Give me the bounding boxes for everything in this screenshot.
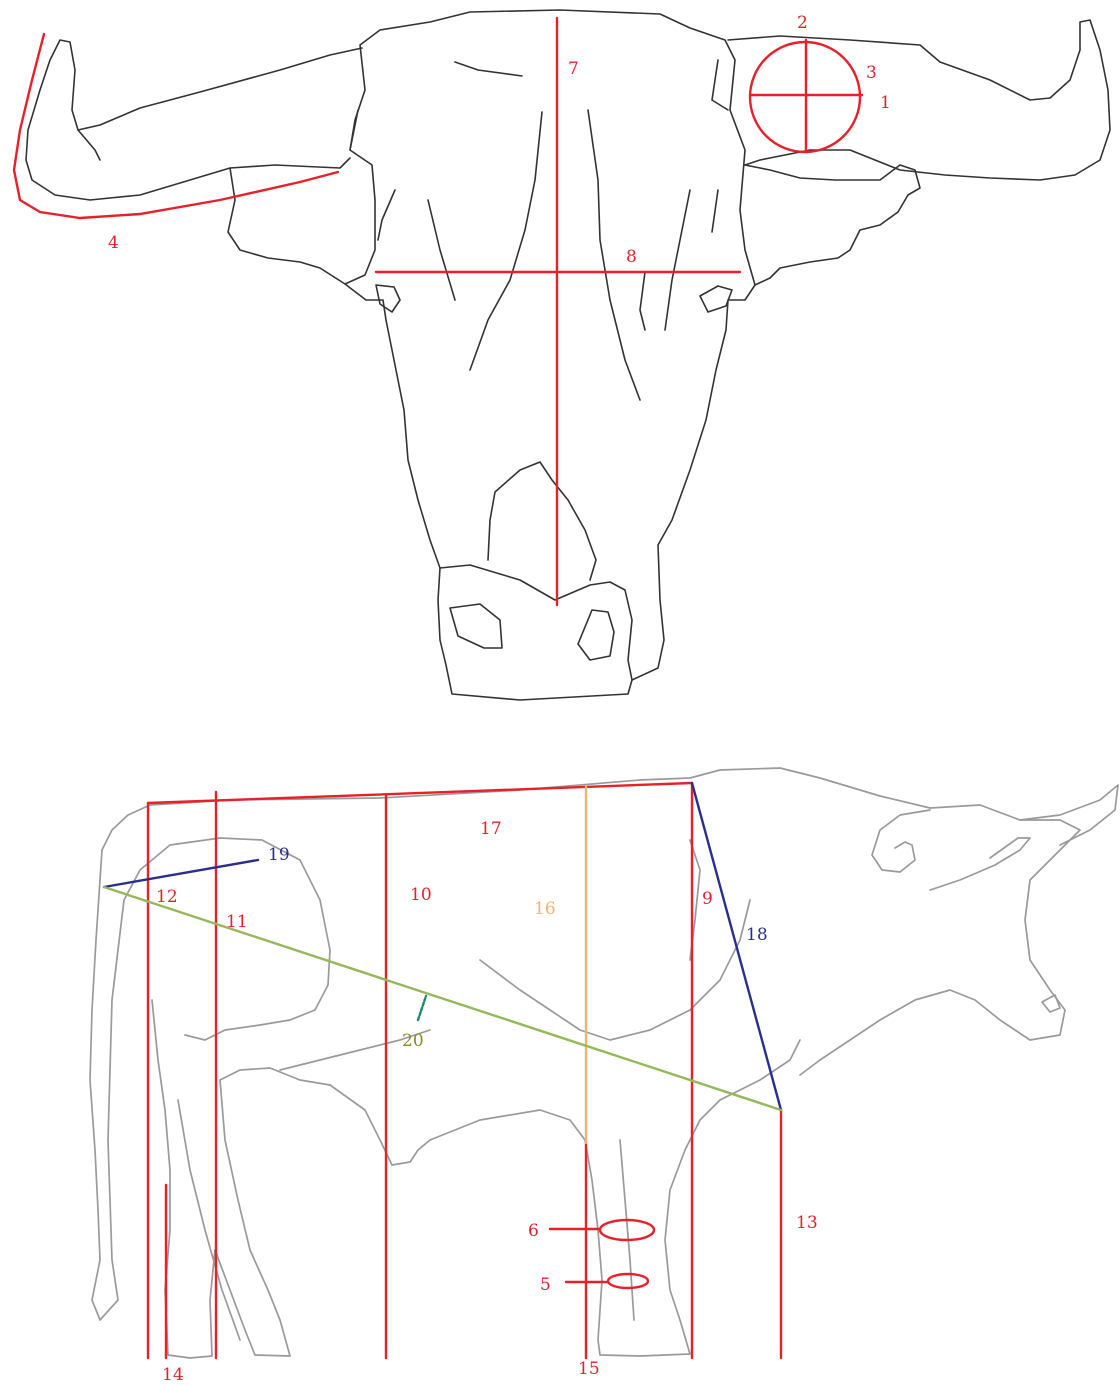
forehead-line-5 — [665, 190, 690, 330]
measure-5-cannon-girth — [608, 1274, 648, 1288]
left-nostril-outline — [450, 604, 502, 648]
forehead-line-8 — [640, 272, 645, 330]
shoulder-contour — [480, 900, 750, 1040]
hind-leg-inner — [178, 1100, 240, 1340]
label-9: 9 — [702, 889, 713, 909]
forehead-line-10 — [350, 110, 358, 150]
label-6: 6 — [528, 1221, 539, 1241]
side-horn-curl — [872, 810, 930, 872]
nose-bridge-line — [440, 565, 632, 680]
right-horn-outline — [728, 20, 1110, 180]
measure-17-topline — [148, 783, 692, 803]
hind-leg-outline — [152, 1000, 330, 1358]
label-4: 4 — [108, 233, 119, 253]
muzzle-ridge-outline — [488, 462, 596, 580]
measure-20-pointer — [418, 996, 426, 1020]
left-eye-outline — [376, 285, 400, 312]
label-7: 7 — [568, 59, 579, 79]
forehead-line-6 — [378, 190, 395, 240]
label-19: 19 — [268, 845, 290, 865]
side-horn-outline — [1020, 785, 1118, 845]
side-nostril — [1042, 995, 1060, 1012]
foreleg-inner — [620, 1140, 634, 1320]
left-horn-inner-line — [78, 130, 100, 160]
label-18: 18 — [746, 925, 768, 945]
label-5: 5 — [540, 1275, 551, 1295]
label-15: 15 — [578, 1359, 600, 1379]
label-13: 13 — [796, 1213, 818, 1233]
label-2: 2 — [797, 13, 808, 33]
forehead-line-4 — [428, 200, 455, 300]
measure-4-horn-length — [14, 34, 338, 218]
forehead-line-1 — [455, 62, 522, 76]
forehead-line-7 — [712, 190, 718, 232]
right-nostril-outline — [578, 610, 614, 660]
label-8: 8 — [626, 247, 637, 267]
label-14: 14 — [162, 1365, 184, 1385]
forehead-line-9 — [712, 60, 728, 110]
label-10: 10 — [410, 885, 432, 905]
side-horn-curl-2 — [930, 838, 1030, 890]
bull-body-side-view: 5 6 9 10 11 12 13 14 15 16 17 18 19 20 — [90, 768, 1118, 1385]
label-3: 3 — [866, 63, 877, 83]
label-17: 17 — [480, 819, 502, 839]
belly-outline — [330, 1085, 585, 1165]
measure-20-body-length — [104, 887, 781, 1110]
right-ear-outline — [745, 165, 920, 285]
side-head-outline — [800, 805, 1080, 1075]
label-16: 16 — [534, 899, 556, 919]
label-20: 20 — [402, 1031, 424, 1051]
label-12: 12 — [156, 887, 178, 907]
measure-18-diagonal — [692, 783, 781, 1110]
label-1: 1 — [880, 93, 891, 113]
left-horn-outline — [26, 40, 362, 200]
forehead-line-2 — [470, 112, 542, 370]
body-back-outline — [100, 768, 980, 880]
bull-head-front-view: 1 2 3 4 7 8 — [14, 10, 1110, 700]
label-11: 11 — [226, 912, 248, 932]
measure-19-rump — [104, 860, 258, 887]
